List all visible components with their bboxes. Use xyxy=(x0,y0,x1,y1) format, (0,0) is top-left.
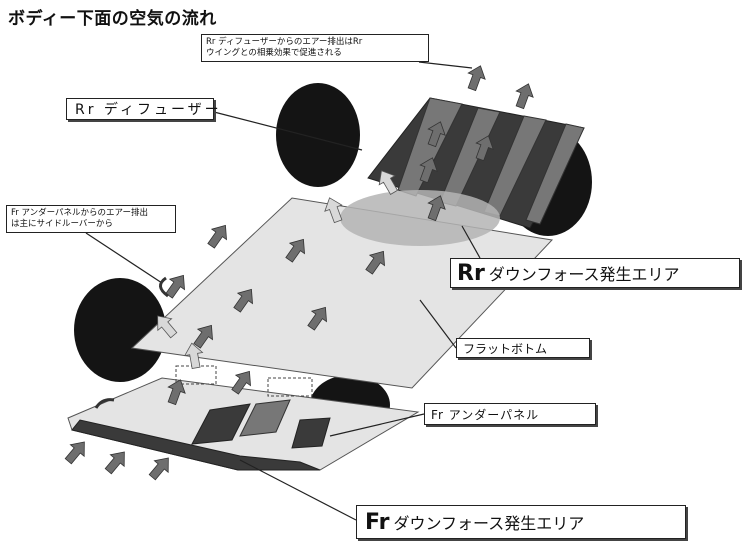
callout-prefix: Rr xyxy=(457,261,485,286)
airflow-arrow xyxy=(60,435,92,468)
callout-text-line: Rr ディフューザーからのエアー排出はRr xyxy=(206,37,363,47)
callout-text-line: ウイングとの相乗効果で促進される xyxy=(206,48,342,58)
leader-flat-bottom xyxy=(419,299,457,349)
callout-front-exhaust-note: Fr アンダーパネルからのエアー排出 は主にサイドルーバーから xyxy=(6,205,176,233)
callout-fr-under-panel: Fr アンダーパネル xyxy=(424,403,596,425)
airflow-arrow xyxy=(144,451,176,484)
front-panel-strake-1 xyxy=(191,403,251,445)
flat-bottom-floor xyxy=(130,197,554,389)
leader-fr-area xyxy=(239,459,357,521)
leader-rr-diffuser xyxy=(213,111,363,151)
callout-rr-diffuser: Rr ディフューザー xyxy=(66,98,219,120)
airflow-arrow xyxy=(510,80,538,111)
diffuser-fin-4 xyxy=(525,123,585,225)
front-panel-vent-2 xyxy=(267,377,313,397)
front-panel-strake-3 xyxy=(291,417,331,449)
rear-left-tire xyxy=(276,83,360,187)
diffuser-fin-3 xyxy=(483,115,547,217)
leader-top-note xyxy=(418,61,473,69)
callout-flat-bottom: フラットボトム xyxy=(456,338,590,358)
curved-flow-arrow xyxy=(159,276,169,298)
callout-text-line: は主にサイドルーバーから xyxy=(11,219,113,229)
front-left-tire xyxy=(74,278,166,382)
airflow-arrow xyxy=(100,445,132,478)
leader-fr-under xyxy=(329,413,425,437)
leader-rr-area xyxy=(461,225,481,259)
callout-rear-exhaust-note: Rr ディフューザーからのエアー排出はRr ウイングとの相乗効果で促進される xyxy=(201,34,429,62)
front-panel-strake-2 xyxy=(239,399,291,437)
curved-flow-arrow xyxy=(94,398,115,409)
callout-text-line: Fr アンダーパネルからのエアー排出 xyxy=(11,208,149,218)
front-splitter xyxy=(71,419,321,471)
callout-text: ダウンフォース発生エリア xyxy=(393,514,585,533)
leader-left-note xyxy=(85,232,163,284)
callout-text: ダウンフォース発生エリア xyxy=(488,265,680,284)
airflow-arrow xyxy=(203,219,234,252)
rear-downforce-zone xyxy=(340,190,500,246)
callout-prefix: Fr xyxy=(365,510,390,535)
page-title: ボディー下面の空気の流れ xyxy=(8,9,217,29)
